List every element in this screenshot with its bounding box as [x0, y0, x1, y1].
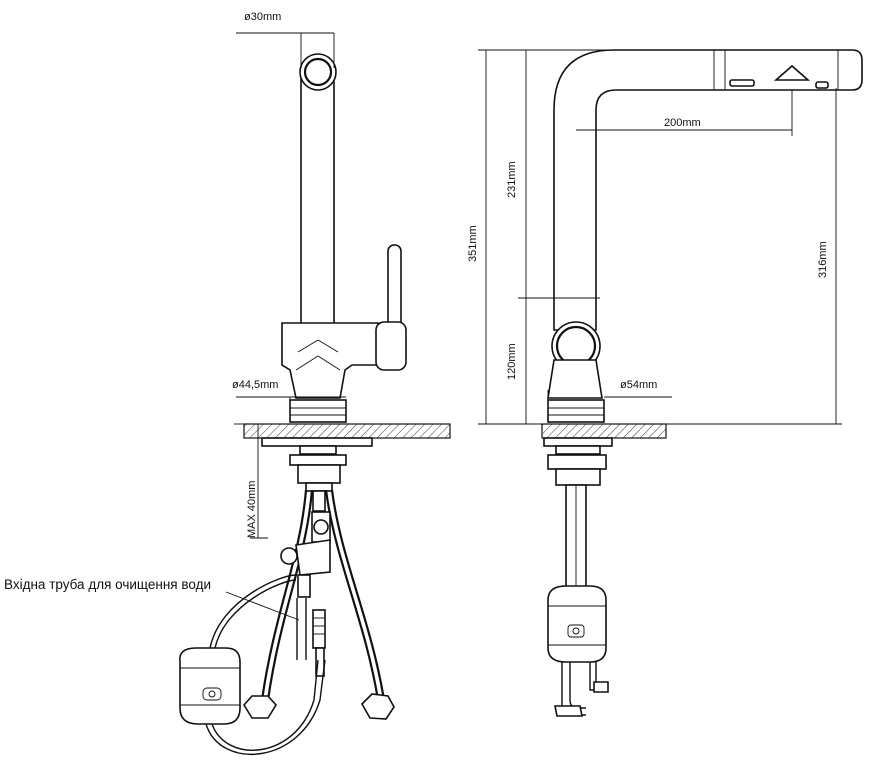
left-dimensions: [225, 32, 346, 621]
left-cable-loop: [209, 574, 297, 649]
dim-left-spout-diameter: ø30mm: [244, 11, 281, 23]
left-handle-knob: [375, 321, 407, 371]
dim-outlet-height: 316mm: [817, 241, 829, 278]
right-base-ring: [547, 399, 605, 423]
dim-reach: 200mm: [664, 117, 701, 129]
countertop-right: [541, 423, 667, 439]
right-spout: [553, 49, 863, 331]
dim-right-base-diameter: ø54mm: [620, 379, 657, 391]
left-battery-box: [179, 647, 241, 725]
right-faucet: [543, 49, 863, 717]
inlet-pipe-note: Вхідна труба для очищення води: [4, 577, 211, 592]
right-dimensions: [478, 49, 842, 425]
left-faucet: [179, 53, 407, 755]
dim-lower-height: 120mm: [506, 343, 518, 380]
left-base-ring: [289, 399, 347, 423]
right-battery-box: [547, 585, 607, 663]
left-body: [281, 322, 379, 399]
dim-upper-height: 231mm: [506, 161, 518, 198]
left-spout-tube: [300, 67, 335, 331]
dim-left-base-diameter: ø44,5mm: [232, 379, 278, 391]
left-hose-2: [324, 489, 380, 701]
dim-max-thickness: MAX 40mm: [246, 481, 258, 538]
dim-total-height: 351mm: [467, 225, 479, 262]
left-hose-1: [260, 489, 308, 701]
countertop-left: [243, 423, 451, 439]
